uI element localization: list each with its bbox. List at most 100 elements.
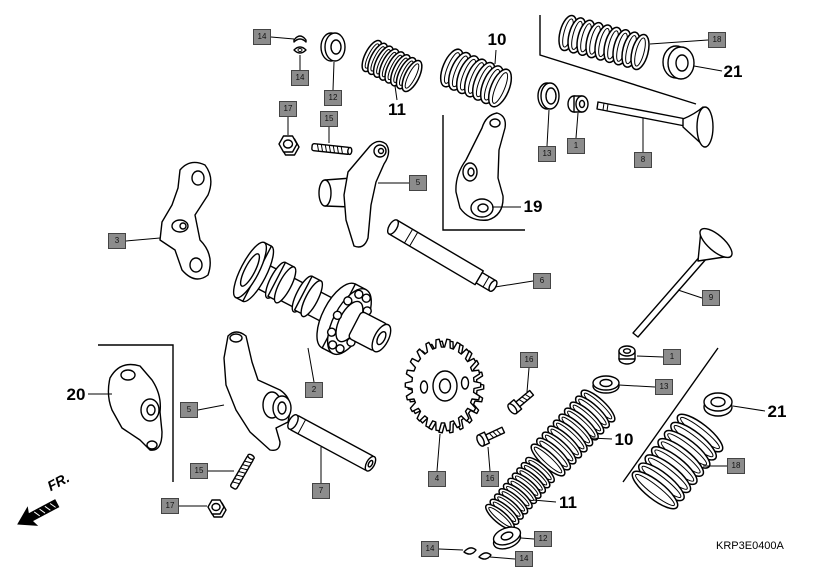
callout-number: 21: [723, 62, 743, 81]
cam-sprocket: [404, 338, 485, 434]
lock-nut-bottom: [207, 499, 227, 518]
callout-box: 5: [409, 175, 427, 191]
leader-line: [489, 556, 516, 560]
adjusting-screw-bottom: [230, 453, 255, 490]
lock-nut-top: [278, 135, 300, 156]
valve-cotter-top: [293, 35, 307, 54]
callout-number: 11: [559, 493, 577, 512]
rocker-shaft: [386, 219, 498, 292]
leader-line: [494, 49, 497, 65]
leader-line: [618, 384, 656, 388]
callout-box: 17: [161, 498, 179, 514]
rocker-arm-lower: [223, 331, 292, 452]
callout-box: 8: [634, 152, 652, 168]
stem-seal-top: [567, 95, 589, 113]
callout-box: 2: [305, 382, 323, 398]
callout-box: 7: [312, 483, 330, 499]
rocker-arm-upper: [318, 140, 390, 248]
valve-bottom: [632, 227, 733, 338]
valve-spring-right-bottom: [631, 413, 724, 510]
adjusting-screw-top: [311, 143, 353, 156]
leader-line: [270, 36, 295, 40]
spring-retainer-top: [320, 32, 346, 62]
callout-box: 3: [108, 233, 126, 249]
rocker-arm-assembly-right: [455, 112, 507, 221]
callout-box: 1: [663, 349, 681, 365]
valve-spring-outer-bottom: [530, 389, 616, 477]
group-bracket-bottom-right: [622, 347, 719, 483]
camshaft: [232, 241, 392, 356]
leader-line: [307, 347, 315, 383]
valve-spring-outer-top: [439, 48, 513, 108]
valve-top: [596, 101, 714, 148]
leader-line: [520, 537, 535, 540]
callout-box: 14: [421, 541, 439, 557]
callout-box: 14: [515, 551, 533, 567]
leader-line: [589, 437, 613, 440]
leader-line: [332, 61, 335, 91]
leader-line: [494, 280, 534, 288]
callout-box: 14: [253, 29, 271, 45]
spring-seat-washer-bottom: [592, 375, 620, 394]
callout-box: 1: [567, 138, 585, 154]
leader-line: [649, 39, 709, 45]
spring-coil: [401, 59, 423, 93]
leader-lines: [88, 36, 766, 560]
leader-line: [487, 446, 491, 472]
leader-line: [394, 85, 398, 101]
spring-coil-inner-edge: [634, 37, 646, 67]
spring-retainer-right-top: [662, 45, 695, 80]
callout-box: 18: [708, 32, 726, 48]
callout-number: 20: [66, 385, 86, 404]
leader-line: [546, 109, 550, 147]
rocker-arm-assembly-left: [107, 363, 163, 451]
valve-spring-right-top: [558, 14, 650, 71]
group-bracket-top-right: [539, 15, 697, 105]
callout-box: 15: [190, 463, 208, 479]
leader-line: [197, 404, 225, 411]
spring-seat-washer-top: [537, 82, 560, 110]
spring-coil: [631, 470, 679, 510]
leader-line: [575, 112, 579, 139]
sprocket-bolt-upper: [507, 389, 535, 415]
rocker-arm-holder-bracket: [159, 161, 212, 280]
leader-line: [677, 289, 703, 299]
spring-coil-inner-edge: [491, 72, 509, 104]
spring-coil: [487, 68, 513, 108]
callout-box: 16: [481, 471, 499, 487]
callout-box: 17: [279, 101, 297, 117]
spring-coil-inner-edge: [635, 473, 675, 507]
spring-retainer-right-bottom: [703, 392, 733, 417]
leader-line: [693, 65, 723, 72]
callout-number: 19: [523, 197, 543, 216]
group-bracket-middle: [442, 115, 525, 231]
callout-box: 13: [655, 379, 673, 395]
leader-line: [526, 367, 530, 393]
callout-box: 5: [180, 402, 198, 418]
leader-line: [532, 499, 557, 503]
drawing-code: KRP3E0400A: [716, 540, 784, 552]
callout-box: 9: [702, 290, 720, 306]
rocker-arm-pin: [287, 414, 377, 472]
leader-line: [438, 548, 464, 551]
spring-retainer-bottom: [492, 526, 522, 550]
valve-cotter-bottom: [463, 547, 492, 560]
leader-line: [636, 355, 664, 358]
stem-seal-bottom: [618, 345, 636, 365]
leader-line: [125, 237, 161, 242]
callout-number: 11: [388, 100, 406, 119]
callout-box: 6: [533, 273, 551, 289]
callout-box: 12: [324, 90, 342, 106]
callout-box: 14: [291, 70, 309, 86]
valve-spring-inner-bottom: [485, 456, 555, 531]
valve-spring-inner-top: [361, 39, 423, 93]
callout-box: 16: [520, 352, 538, 368]
callout-number: 10: [614, 430, 634, 449]
group-bracket-left: [98, 344, 174, 482]
callout-box: 18: [727, 458, 745, 474]
leader-line: [436, 433, 441, 472]
spring-coil-inner-edge: [533, 446, 563, 474]
callout-box: 15: [320, 111, 338, 127]
